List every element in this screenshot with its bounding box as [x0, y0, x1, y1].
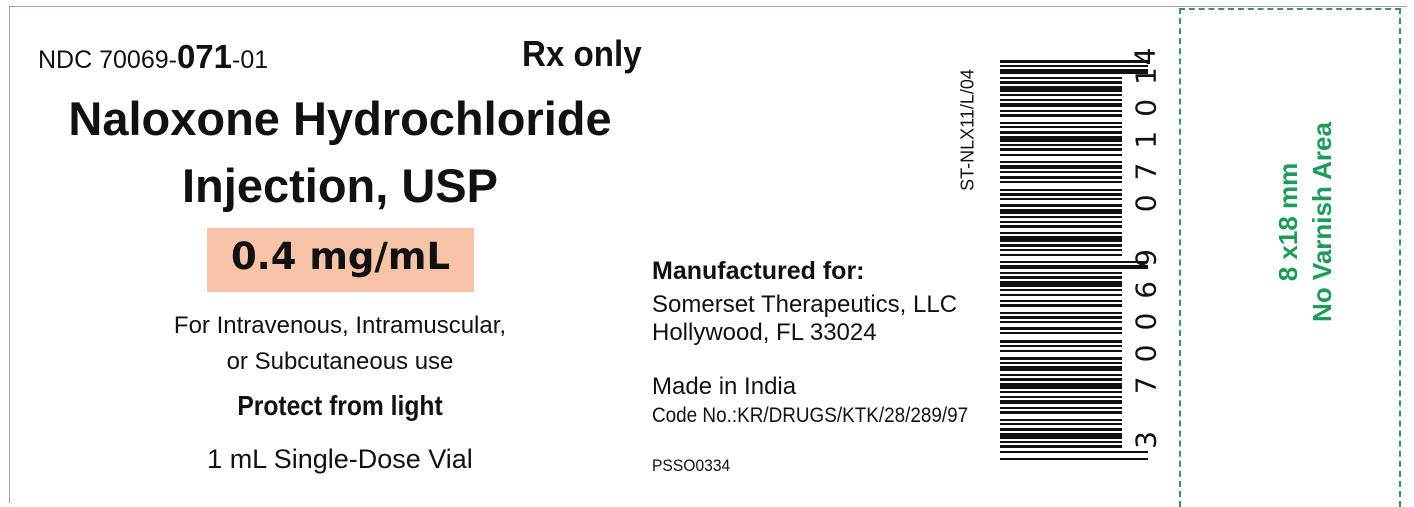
barcode-bar [1000, 131, 1122, 134]
no-varnish-area [1179, 8, 1401, 507]
barcode-bar [1000, 136, 1122, 142]
barcode-bar [1000, 428, 1122, 431]
barcode-bar [1000, 225, 1122, 228]
rx-only: Rx only [522, 33, 642, 74]
barcode-bar [1000, 391, 1122, 393]
barcode-bar [1000, 198, 1122, 200]
barcode-bar [1000, 161, 1122, 163]
barcode-bar [1000, 294, 1122, 296]
vial-size: 1 mL Single-Dose Vial [207, 444, 473, 474]
barcode-check-digit: 4 [1128, 47, 1162, 66]
barcode-bar [1000, 357, 1122, 360]
varnish-size: 8 x18 mm [1273, 162, 1303, 282]
barcode-digits: 3 70069 07101 [1129, 53, 1163, 449]
barcode-bar [1000, 94, 1122, 96]
country-of-origin: Made in India [652, 373, 797, 400]
barcode-bar [1000, 122, 1122, 124]
barcode-bar [1000, 332, 1122, 334]
barcode-bar [1000, 181, 1122, 183]
protect-from-light: Protect from light [237, 390, 443, 421]
barcode-bar [1000, 69, 1148, 74]
barcode-bar [1000, 110, 1122, 112]
barcode-bar [1000, 345, 1122, 347]
drug-name-line1: Naloxone Hydrochloride [68, 92, 612, 145]
barcode-bar [1000, 244, 1122, 247]
barcode-bar [1000, 165, 1122, 169]
label-code: ST-NLX11/L/04 [957, 69, 978, 191]
barcode-bar [1000, 321, 1122, 323]
barcode-bar [1000, 327, 1122, 330]
barcode-bar [1000, 400, 1122, 404]
barcode-bar [1000, 451, 1148, 453]
strength-highlight [207, 228, 474, 292]
barcode-bar [1000, 441, 1122, 443]
barcode-bar [1000, 350, 1122, 352]
barcode-bar [1000, 236, 1122, 242]
barcode-bar [1000, 407, 1122, 409]
barcode-bar [1000, 126, 1122, 128]
barcode-bar [1000, 216, 1122, 218]
barcode-bar [1000, 193, 1122, 196]
ndc-number: NDC 70069-071-01 [38, 38, 269, 75]
barcode-bar [1000, 374, 1122, 376]
barcode-bar [1000, 189, 1122, 191]
barcode-bar [1000, 276, 1122, 279]
drug-name-line2: Injection, USP [182, 159, 498, 212]
barcode-bar [1000, 419, 1122, 421]
label-frame [9, 6, 1407, 503]
barcode-bar [1000, 154, 1122, 156]
barcode-bar [1000, 340, 1122, 343]
barcode-bar [1000, 304, 1122, 307]
barcode-bar [1000, 445, 1122, 448]
barcode-bar [1000, 423, 1122, 425]
barcode-bar [1000, 254, 1122, 256]
barcode-bar [1000, 366, 1122, 371]
code-number: Code No.:KR/DRUGS/KTK/28/289/97 [652, 404, 969, 427]
barcode-bar [1000, 86, 1122, 92]
barcode-bar [1000, 396, 1122, 398]
manufacturer-address: Hollywood, FL 33024 [652, 319, 877, 346]
barcode-bar [1000, 148, 1122, 151]
barcode-bar [1000, 261, 1148, 263]
barcode-bar [1000, 65, 1148, 67]
barcode-bar [1000, 300, 1122, 302]
route-line1: For Intravenous, Intramuscular, [173, 312, 507, 339]
barcode-bar [1000, 114, 1122, 117]
barcode-bar [1000, 103, 1122, 107]
barcode-bar [1000, 60, 1148, 63]
barcode-bar [1000, 272, 1122, 274]
barcode-bar [1000, 289, 1122, 291]
barcode [1000, 60, 1148, 460]
manufactured-for-heading: Manufactured for: [652, 257, 865, 285]
barcode-bar [1000, 411, 1122, 414]
barcode-bar [1000, 144, 1122, 146]
barcode-bar [1000, 209, 1122, 214]
route-line2: or Subcutaneous use [226, 348, 454, 375]
barcode-bar [1000, 433, 1122, 439]
barcode-bar [1000, 316, 1122, 319]
barcode-bar [1000, 458, 1148, 460]
barcode-bar [1000, 77, 1122, 79]
no-varnish-label: 8 x18 mm No Varnish Area [1271, 122, 1339, 322]
barcode-bar [1000, 176, 1122, 179]
barcode-bar [1000, 312, 1122, 314]
manufacturer-name: Somerset Therapeutics, LLC [652, 291, 958, 318]
barcode-bar [1000, 232, 1122, 234]
barcode-bar [1000, 221, 1122, 223]
part-code: PSSO0334 [652, 456, 731, 475]
barcode-bar [1000, 171, 1122, 173]
barcode-bar [1000, 281, 1122, 287]
barcode-bar [1000, 378, 1122, 381]
barcode-bar [1000, 383, 1122, 389]
barcode-bar [1000, 249, 1122, 251]
barcode-bar [1000, 99, 1122, 101]
barcode-bar [1000, 204, 1122, 207]
varnish-text: No Varnish Area [1307, 122, 1337, 322]
barcode-bar [1000, 265, 1148, 269]
barcode-bar [1000, 362, 1122, 364]
strength: 0.4 mg/mL [230, 235, 451, 278]
barcode-bar [1000, 81, 1122, 84]
